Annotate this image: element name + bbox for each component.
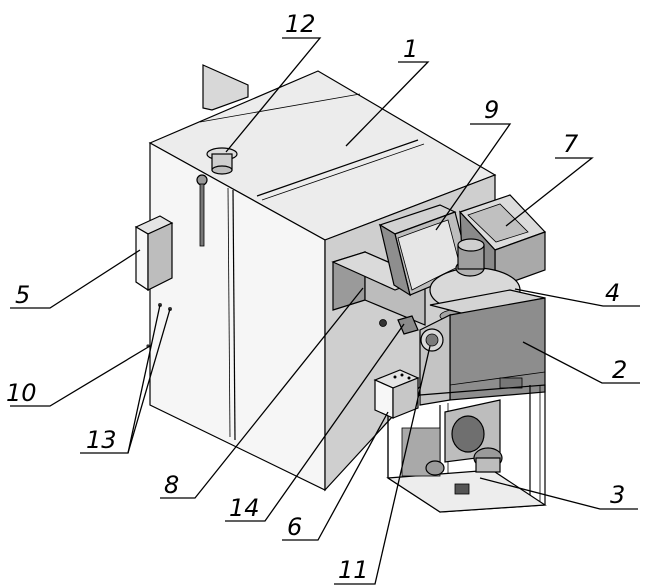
callout-2: 2 bbox=[612, 356, 627, 384]
callout-8: 8 bbox=[164, 471, 179, 499]
switch-panel bbox=[373, 369, 420, 419]
callout-10: 10 bbox=[6, 379, 37, 407]
callout-14: 14 bbox=[229, 494, 260, 522]
compressor-frame bbox=[386, 384, 547, 513]
callout-6: 6 bbox=[287, 513, 302, 541]
callout-3: 3 bbox=[610, 481, 625, 509]
leader-lines bbox=[10, 37, 640, 585]
callout-13: 13 bbox=[86, 426, 117, 454]
valve bbox=[379, 315, 419, 335]
callout-1: 1 bbox=[403, 35, 418, 63]
callout-7: 7 bbox=[563, 130, 579, 158]
heater-unit bbox=[419, 289, 546, 406]
callout-12: 12 bbox=[285, 10, 316, 38]
callout-labels: 1 2 3 4 5 6 7 8 9 10 11 12 13 14 bbox=[6, 10, 627, 584]
control-box bbox=[134, 215, 174, 292]
callout-4: 4 bbox=[605, 279, 620, 307]
roof-fitting bbox=[196, 147, 238, 247]
callout-9: 9 bbox=[484, 96, 499, 124]
callout-5: 5 bbox=[15, 281, 30, 309]
gauge bbox=[420, 328, 444, 352]
callout-11: 11 bbox=[338, 556, 369, 584]
